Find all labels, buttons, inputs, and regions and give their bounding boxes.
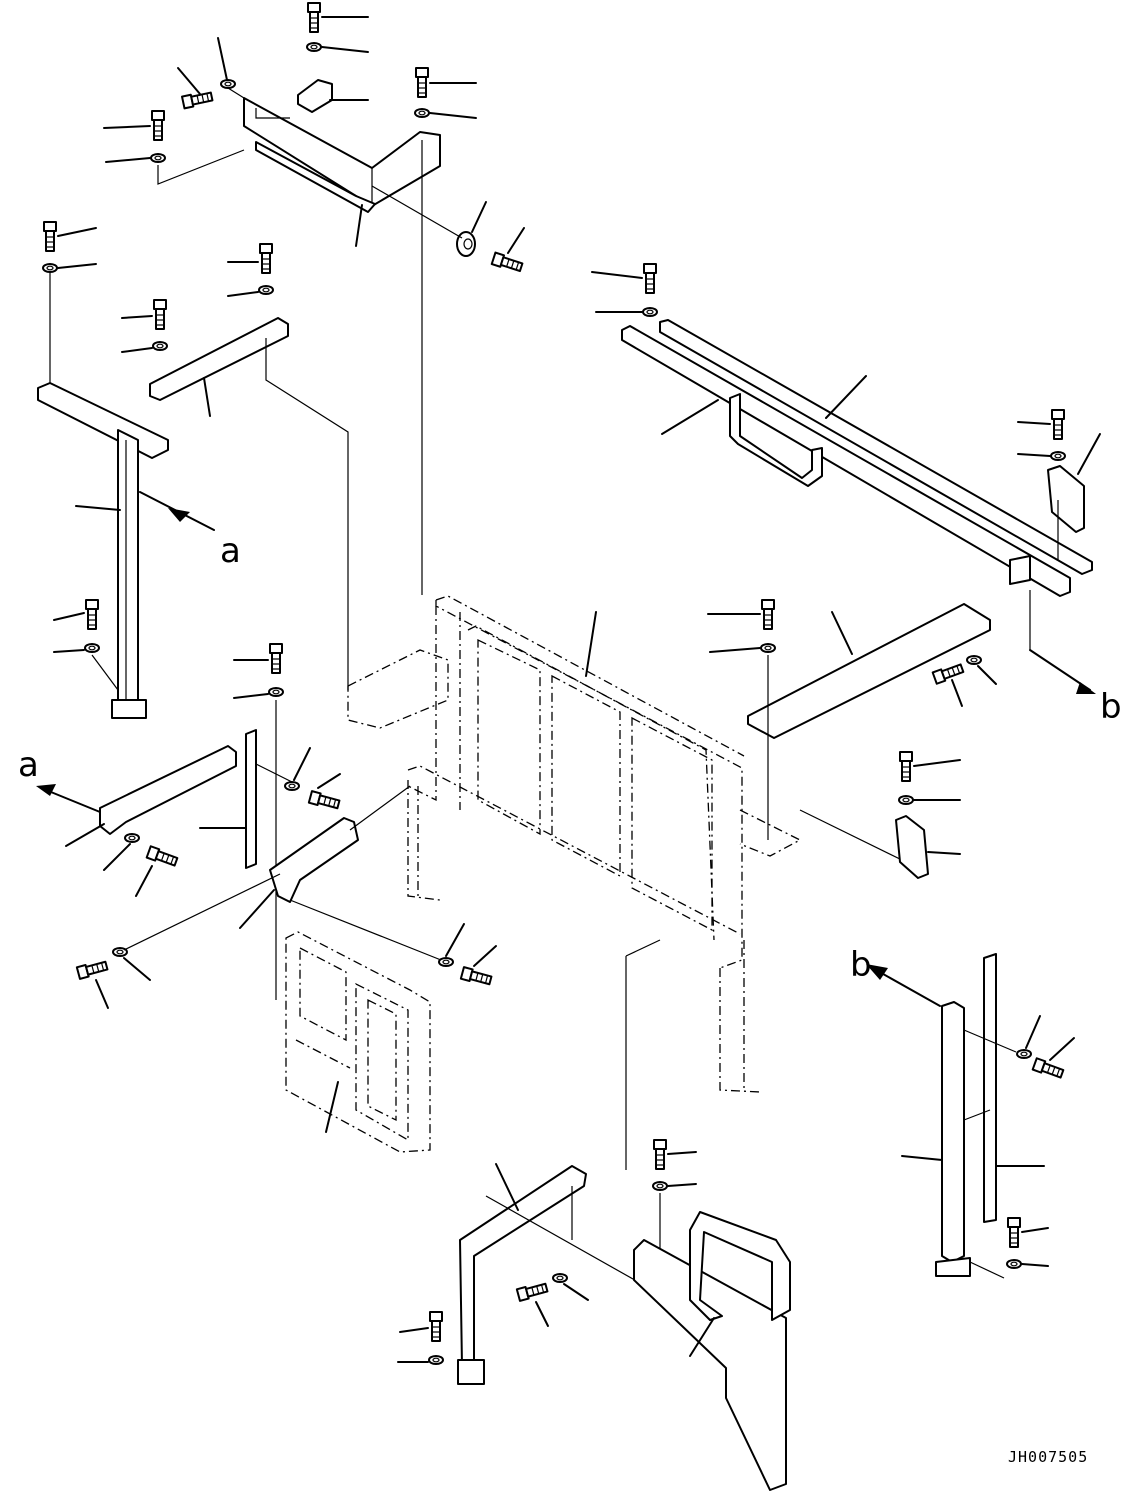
right-plate xyxy=(707,599,997,879)
lower-dashed-panel xyxy=(285,931,431,1153)
left-mid-brackets: a xyxy=(18,643,497,1009)
top-bracket-assembly xyxy=(103,2,525,595)
view-marker-b-lower: b xyxy=(850,945,872,985)
view-marker-a-left: a xyxy=(18,745,39,785)
view-marker-b-right: b xyxy=(1100,687,1122,727)
top-right-rail: b xyxy=(591,263,1122,727)
view-marker-a-upper: a xyxy=(220,531,241,571)
left-upper-frame: a xyxy=(37,221,349,719)
bottom-center-frame xyxy=(397,1139,791,1491)
center-main-frame xyxy=(347,595,802,1170)
right-lower-post: b xyxy=(850,945,1075,1279)
drawing-code: JH007505 xyxy=(1008,1448,1088,1466)
